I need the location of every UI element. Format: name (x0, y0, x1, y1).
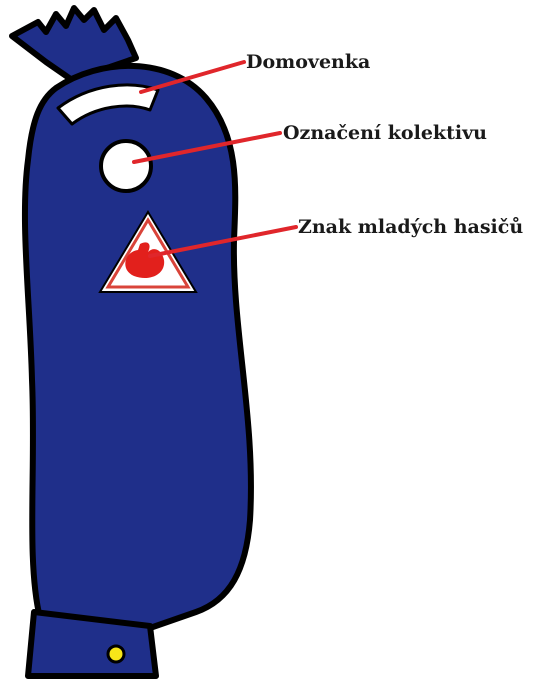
callout-label-emblem: Znak mladých hasičů (298, 218, 523, 237)
collective-circle-patch (101, 141, 151, 191)
cuff-button (108, 646, 124, 662)
callout-label-collective: Označení kolektivu (283, 124, 487, 143)
sleeve-cuff (28, 612, 156, 676)
callout-label-domovenka: Domovenka (246, 53, 370, 72)
